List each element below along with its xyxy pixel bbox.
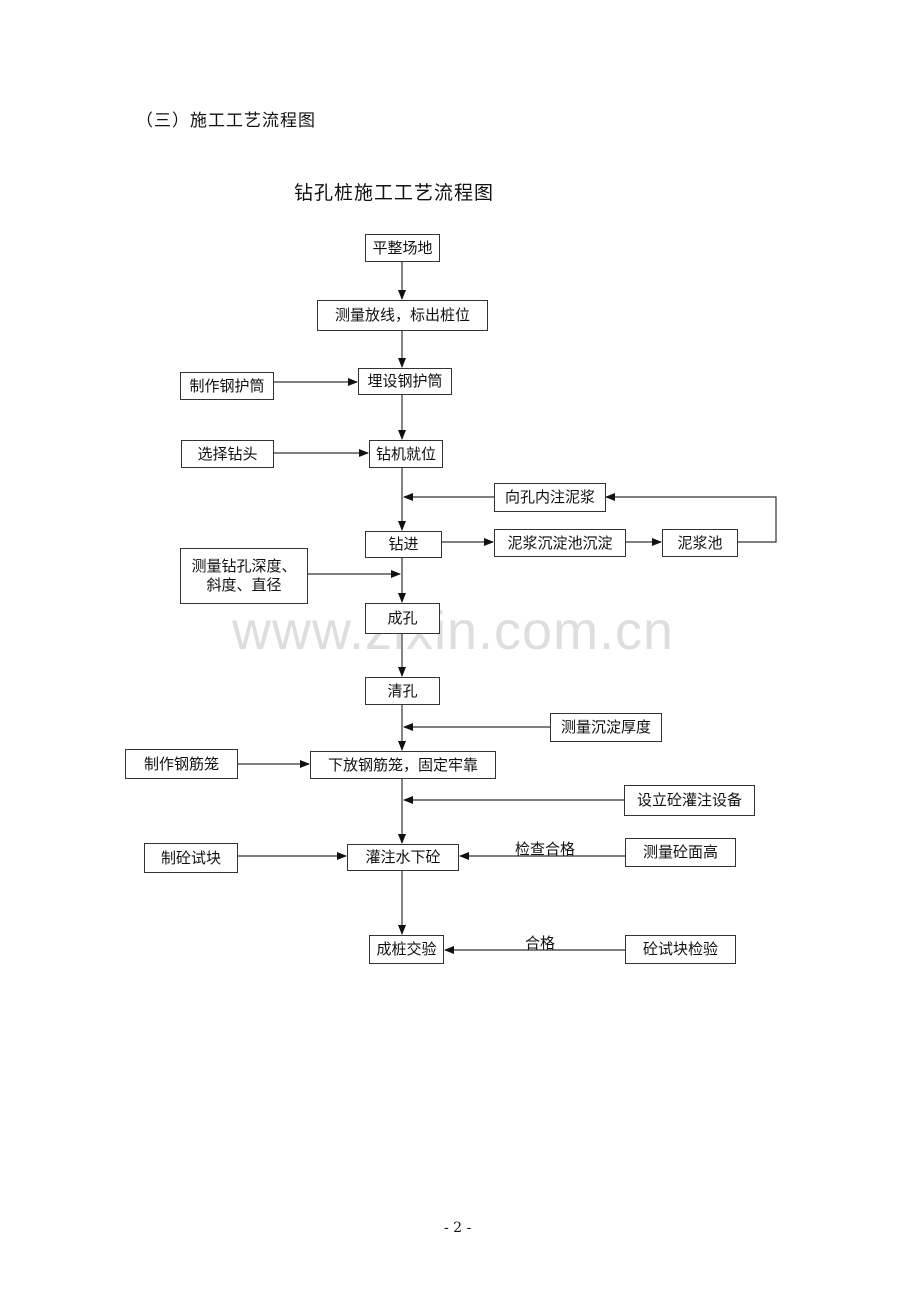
input-make-casing: 制作钢护筒: [180, 372, 274, 400]
page-number: - 2 -: [444, 1220, 472, 1236]
step-lower-cage: 下放钢筋笼，固定牢靠: [310, 751, 496, 779]
step-clean-hole: 清孔: [365, 677, 440, 705]
step-pile-acceptance: 成桩交验: [369, 935, 444, 964]
input-mud-pit: 泥浆池: [662, 529, 738, 557]
input-measure-hole: 测量钻孔深度、 斜度、直径: [180, 548, 308, 604]
input-measure-sediment: 测量沉淀厚度: [550, 713, 662, 742]
input-inject-mud: 向孔内注泥浆: [494, 483, 606, 512]
input-make-test-block: 制砼试块: [144, 843, 238, 873]
input-setup-equipment: 设立砼灌注设备: [624, 785, 755, 816]
step-bury-casing: 埋设钢护筒: [358, 368, 452, 395]
input-select-bit: 选择钻头: [181, 440, 274, 468]
step-pour-concrete: 灌注水下砼: [347, 844, 459, 871]
diagram-title: 钻孔桩施工工艺流程图: [294, 182, 495, 204]
edge-label-passed: 合格: [525, 934, 556, 952]
input-sediment-tank: 泥浆沉淀池沉淀: [494, 529, 626, 557]
step-drilling: 钻进: [365, 531, 442, 558]
input-measure-concrete-level: 测量砼面高: [625, 838, 736, 867]
step-survey: 测量放线，标出桩位: [317, 300, 488, 331]
edge-label-inspection-passed: 检查合格: [515, 840, 576, 858]
section-heading: （三）施工工艺流程图: [136, 111, 316, 131]
input-make-cage: 制作钢筋笼: [125, 749, 238, 779]
step-rig-position: 钻机就位: [369, 440, 443, 468]
step-hole-complete: 成孔: [365, 603, 440, 634]
step-level-site: 平整场地: [365, 234, 440, 262]
input-test-block-inspection: 砼试块检验: [625, 935, 736, 964]
